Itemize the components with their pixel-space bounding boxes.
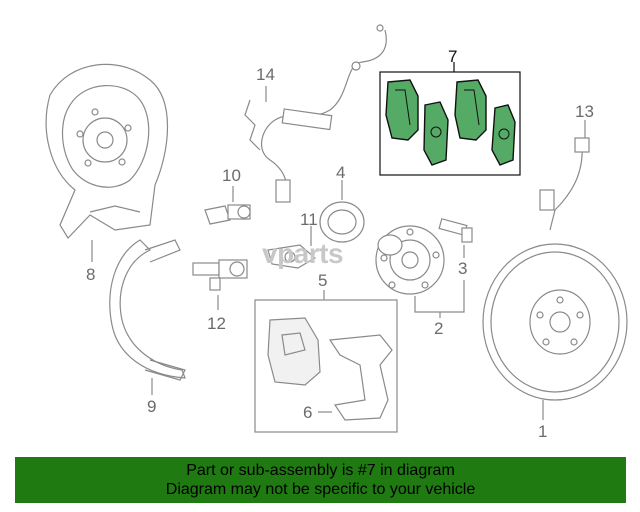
part-4-seal[interactable] — [319, 201, 365, 243]
part-7-box — [379, 71, 521, 176]
part-8-dust-shield[interactable] — [45, 63, 168, 239]
part-1-brake-rotor[interactable] — [482, 243, 628, 401]
callout-6: 6 — [303, 403, 312, 422]
banner-line-1: Part or sub-assembly is #7 in diagram — [186, 462, 455, 479]
part-14-abs-harness[interactable] — [244, 24, 387, 203]
part-12-slide-pin[interactable] — [192, 259, 248, 291]
part-11-washer[interactable] — [267, 244, 317, 269]
banner-line-2: Diagram may not be specific to your vehi… — [165, 481, 476, 498]
callout-8: 8 — [86, 265, 95, 284]
vparts-watermark: vparts — [262, 238, 344, 269]
callout-5: 5 — [318, 271, 327, 290]
part-6-caliper-bracket[interactable] — [328, 334, 393, 421]
info-banner: Part or sub-assembly is #7 in diagram Di… — [15, 457, 626, 503]
callout-14: 14 — [256, 65, 275, 84]
callout-13: 13 — [575, 102, 594, 121]
part-10-bleeder[interactable] — [204, 204, 251, 225]
part-7-brake-pads[interactable] — [385, 79, 516, 166]
part-13-brake-hose[interactable] — [539, 137, 590, 231]
parts-diagram: 8 9 14 10 4 11 — [45, 24, 628, 441]
part-9-brake-shoe[interactable] — [109, 239, 186, 381]
caliper-assembly-box — [254, 299, 398, 433]
callout-11: 11 — [300, 210, 318, 229]
callout-1: 1 — [538, 422, 547, 441]
callout-12: 12 — [207, 314, 226, 333]
callout-4: 4 — [336, 163, 345, 182]
callout-9: 9 — [147, 397, 156, 416]
callout-3: 3 — [458, 259, 467, 278]
callout-10: 10 — [222, 166, 241, 185]
callout-7: 7 — [448, 47, 457, 66]
callout-2: 2 — [434, 319, 443, 338]
part-5-caliper[interactable] — [267, 317, 321, 386]
part-3-hub-bolt[interactable] — [438, 218, 473, 243]
part-2-hub-assembly[interactable] — [375, 225, 445, 295]
